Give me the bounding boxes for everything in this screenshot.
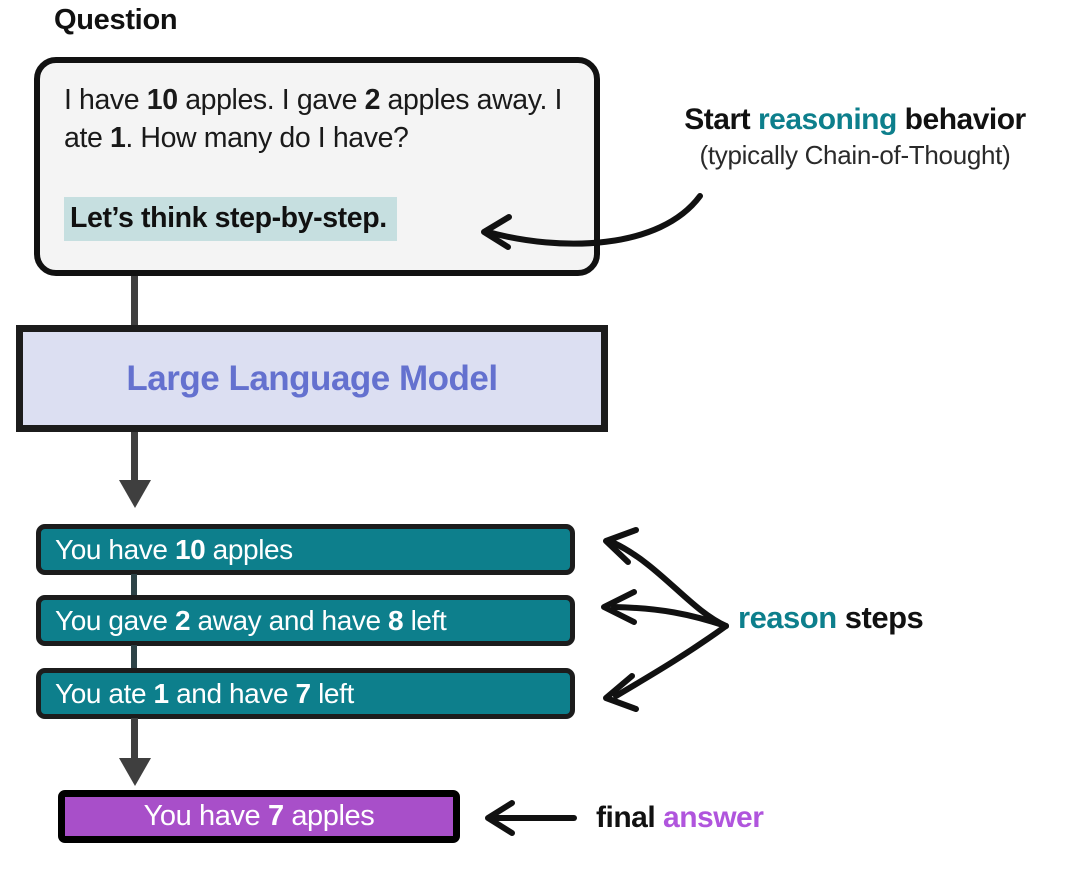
start-reasoning-subtext: (typically Chain-of-Thought) [699,140,1011,170]
page-title: Question [54,4,178,36]
arrowhead-reason-step-3 [603,673,639,712]
start-reasoning-keyword: reasoning [757,103,897,136]
reason-steps-keyword: reason [738,600,837,635]
model-box-label: Large Language Model [126,358,498,398]
question-body-segments: I have 10 apples. I gave 2 apples away. … [64,84,563,154]
reason-step-text: You gave 2 away and have 8 left [55,604,447,636]
arrowhead-reason-step-1 [603,527,639,565]
connector-step-0-to-step-1 [131,574,137,596]
reason-step-text: You ate 1 and have 7 left [55,677,354,709]
final-answer-text: You have 7 apples [143,800,375,832]
final-answer-keyword: answer [663,801,764,834]
arrowhead-model-to-steps [119,480,151,508]
arrowhead-steps-to-answer [119,758,151,786]
curve-reason-step-2 [611,604,729,629]
final-answer-box: You have 7 apples [58,790,460,843]
connector-step-1-to-step-2 [131,645,137,669]
arrowhead-final-answer [485,800,515,836]
final-answer-prefix: final [596,801,664,834]
connector-model-to-steps [131,432,138,480]
question-body: I have 10 apples. I gave 2 apples away. … [64,81,584,157]
reason-steps-annotation: reason steps [738,600,924,636]
reason-step-text: You have 10 apples [55,533,293,565]
connector-question-to-model [131,276,138,328]
arrowhead-reason-step-2 [601,589,637,625]
reason-step-box: You gave 2 away and have 8 left [36,595,575,646]
reason-steps-suffix: steps [836,600,924,635]
question-card: I have 10 apples. I gave 2 apples away. … [34,57,600,276]
reason-step-box: You have 10 apples [36,524,575,575]
final-answer-annotation: final answer [596,801,764,835]
start-reasoning-annotation: Start reasoning behavior (typically Chai… [645,103,1065,171]
curve-reason-step-1 [611,540,729,629]
reason-step-box: You ate 1 and have 7 left [36,668,575,719]
chain-of-thought-prompt: Let’s think step-by-step. [64,197,397,241]
start-reasoning-prefix: Start [684,103,758,136]
start-reasoning-headline: Start reasoning behavior [645,103,1065,137]
connector-steps-to-answer [131,718,138,758]
curve-reason-step-3 [613,623,729,699]
large-language-model-box: Large Language Model [16,325,608,432]
start-reasoning-suffix: behavior [896,103,1027,136]
